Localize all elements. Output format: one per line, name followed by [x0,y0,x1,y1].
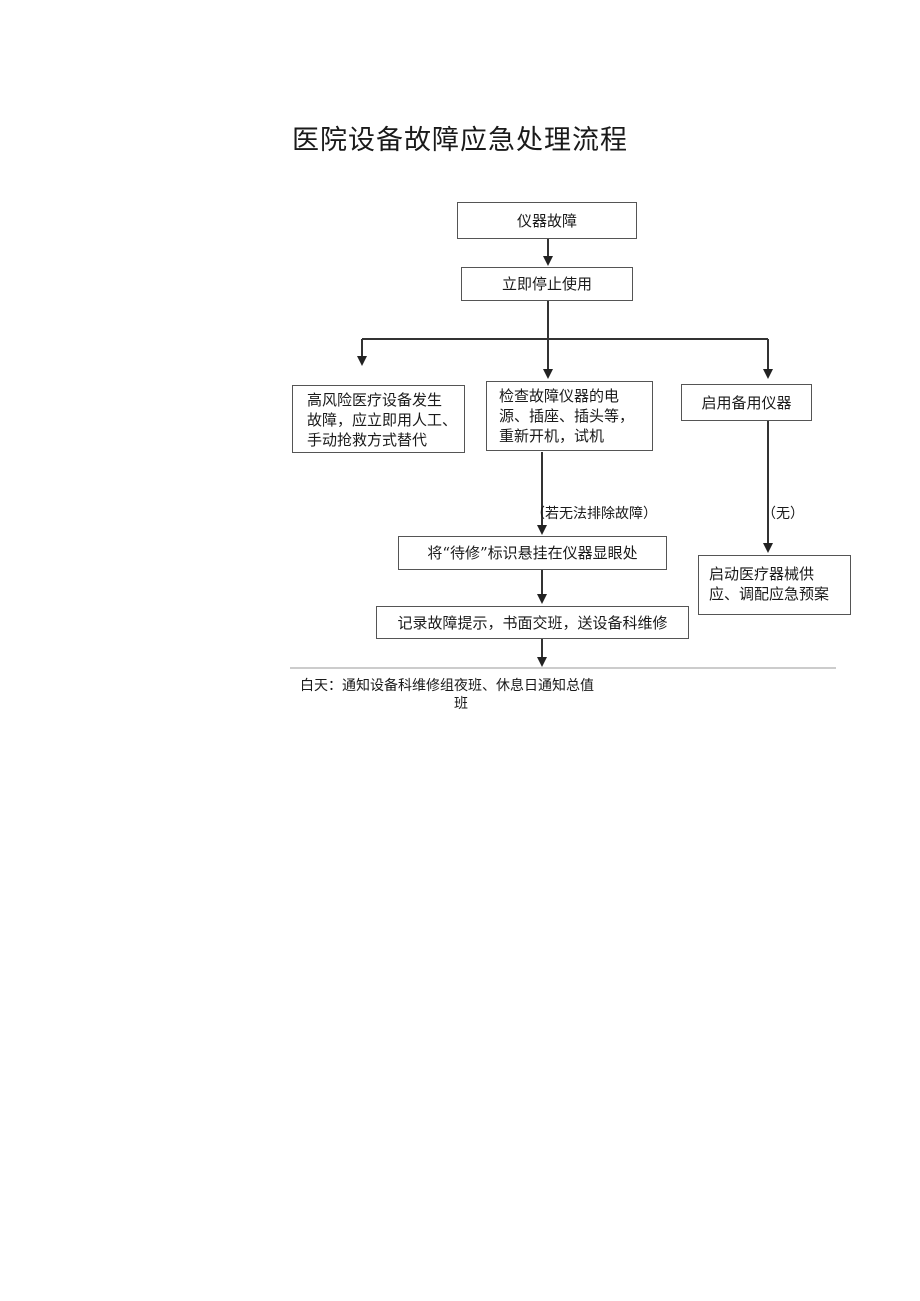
node-high-risk-line-1: 高风险医疗设备发生 [307,391,443,409]
node-fault-label: 仪器故障 [516,211,577,230]
node-high-risk: 高风险医疗设备发生 故障，应立即用人工、 手动抢救方式替代 [292,385,465,453]
node-check-line-1: 检查故障仪器的电 [499,387,620,405]
node-record: 记录故障提示，书面交班，送设备科维修 [376,606,689,639]
node-check: 检查故障仪器的电 源、插座、插头等， 重新开机，试机 [486,381,653,451]
node-supply-line-1: 启动医疗器械供 [709,565,815,583]
node-high-risk-line-2: 故障，应立即用人工、 [307,411,458,429]
node-stop-label: 立即停止使用 [501,275,592,293]
page-title: 医院设备故障应急处理流程 [292,125,628,156]
node-backup-label: 启用备用仪器 [701,393,792,412]
node-tag-label: 将“待修”标识悬挂在仪器显眼处 [427,544,638,562]
footer-line-2: 班 [454,696,468,712]
node-backup: 启用备用仪器 [681,384,812,421]
node-check-line-3: 重新开机，试机 [499,427,605,445]
node-check-line-2: 源、插座、插头等， [499,407,635,425]
node-stop: 立即停止使用 [461,267,633,301]
node-record-label: 记录故障提示，书面交班，送设备科维修 [397,613,668,632]
node-supply: 启动医疗器械供 应、调配应急预案 [698,555,851,615]
footer-line-1: 白天：通知设备科维修组夜班、休息日通知总值 [300,678,594,694]
label-none: （无） [762,506,804,522]
node-supply-line-2: 应、调配应急预案 [709,585,830,603]
node-fault: 仪器故障 [457,202,637,239]
node-high-risk-line-3: 手动抢救方式替代 [307,431,428,449]
label-cannot-fix: （若无法排除故障） [531,506,657,522]
node-tag: 将“待修”标识悬挂在仪器显眼处 [398,536,667,570]
